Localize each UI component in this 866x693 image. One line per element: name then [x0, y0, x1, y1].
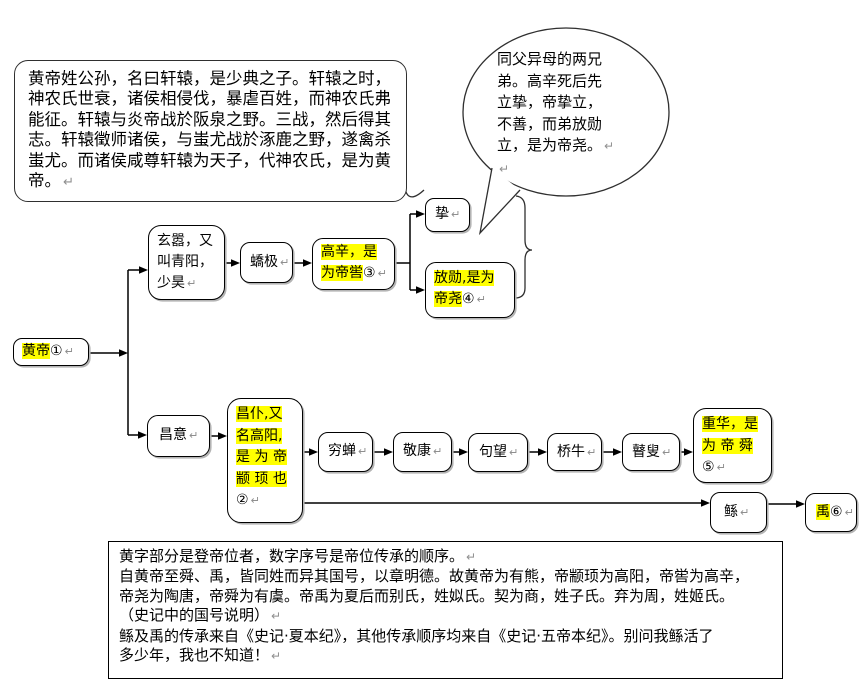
node-jingkang-label: 敬康	[403, 443, 431, 459]
arrowheads	[119, 210, 805, 508]
bubble-text-content: 同父异母的两兄 弟。高辛死后先 立挚，帝挚立， 不善，而弟放勋 立，是为帝尧。	[497, 50, 603, 155]
notes-text-2: 自黄帝至舜、禹，皆同姓而异其国号，以章明德。故黄帝为有熊，帝颛顼为高阳，帝喾为高…	[119, 567, 750, 625]
node-zhi-label: 挚	[435, 206, 449, 222]
node-gaoxin: 高辛，是 为帝喾③↵	[312, 238, 395, 290]
node-chonghua-number: ⑤	[702, 459, 715, 475]
speech-bubble-text: 同父异母的两兄 弟。高辛死后先 立挚，帝挚立， 不善，而弟放勋 立，是为帝尧。↵…	[497, 49, 619, 181]
node-jiaoji: 蟜极↵	[240, 242, 293, 283]
node-huangdi: 黄帝①↵	[13, 338, 89, 366]
paragraph-mark: ↵	[451, 208, 461, 221]
paragraph-mark: ↵	[716, 461, 726, 474]
curly-brace-icon	[514, 195, 533, 299]
node-fangxun-number: ④	[462, 291, 475, 307]
node-xuanxiao: 玄嚣，又 叫青阳， 少昊↵	[148, 225, 225, 300]
paragraph-mark: ↵	[63, 175, 75, 191]
node-fangxun: 放勋,是为 帝尧④↵	[425, 262, 515, 318]
node-yu-label: 禹	[816, 504, 830, 520]
paragraph-mark: ↵	[280, 256, 290, 269]
node-juwang: 句望↵	[468, 433, 528, 472]
paragraph-mark: ↵	[187, 277, 197, 290]
node-chonghua: 重华，是 为 帝 舜 ⑤↵	[693, 408, 772, 483]
node-qiongchan: 穷蝉↵	[318, 432, 373, 472]
node-changyi: 昌意↵	[147, 415, 210, 457]
node-zhi: 挚↵	[425, 198, 470, 232]
node-qiaoniu-label: 桥牛	[557, 444, 585, 460]
paragraph-mark: ↵	[189, 429, 199, 442]
node-changyi-label: 昌意	[159, 427, 187, 443]
notes-paragraph-2: 自黄帝至舜、禹，皆同姓而异其国号，以章明德。故黄帝为有熊，帝颛顼为高阳，帝喾为高…	[119, 567, 772, 626]
node-yu-number: ⑥	[830, 504, 843, 520]
paragraph-mark: ↵	[377, 267, 387, 280]
paragraph-mark: ↵	[740, 506, 750, 519]
node-gusou-label: 瞽叟	[632, 444, 660, 460]
node-changpu: 昌仆,又 名高阳, 是 为 帝 颛 顼 也 ②↵	[227, 398, 303, 523]
notes-text-3: 鲧及禹的传承来自《史记·夏本纪》，其他传承顺序均来自《史记·五帝本纪》。别问我鲧…	[119, 626, 714, 665]
bubble-tail-icon	[478, 167, 521, 236]
paragraph-mark: ↵	[499, 161, 510, 176]
node-qiongchan-label: 穷蝉	[328, 443, 356, 459]
paragraph-mark: ↵	[604, 139, 615, 154]
paragraph-mark: ↵	[433, 445, 443, 458]
paragraph-mark: ↵	[587, 446, 597, 459]
node-chonghua-label: 重华，是 为 帝 舜	[702, 416, 758, 454]
node-qiaoniu: 桥牛↵	[547, 433, 602, 471]
node-gun: 鲧↵	[710, 492, 767, 533]
paragraph-mark: ↵	[271, 649, 282, 664]
notes-paragraph-3: 鲧及禹的传承来自《史记·夏本纪》，其他传承顺序均来自《史记·五帝本纪》。别问我鲧…	[119, 627, 772, 667]
speech-bubble-shape	[462, 27, 670, 236]
paragraph-mark: ↵	[662, 446, 672, 459]
node-changpu-number: ②	[236, 492, 249, 508]
node-yu: 禹⑥↵	[805, 493, 857, 532]
huangdi-description-callout: 黄帝姓公孙，名曰轩辕，是少典之子。轩辕之时， 神农氏世衰，诸侯相侵伐，暴虐百姓，…	[14, 60, 407, 202]
node-jingkang: 敬康↵	[393, 432, 452, 472]
connector-lines	[89, 213, 797, 505]
callout-tail-icon	[403, 176, 425, 198]
node-huangdi-number: ①	[50, 343, 63, 359]
node-jiaoji-label: 蟜极	[250, 254, 278, 270]
node-juwang-label: 句望	[479, 444, 507, 460]
legend-notes-box: 黄字部分是登帝位者，数字序号是帝位传承的顺序。↵自黄帝至舜、禹，皆同姓而异其国号…	[108, 541, 783, 679]
paragraph-mark: ↵	[509, 446, 519, 459]
paragraph-mark: ↵	[250, 494, 260, 507]
paragraph-mark: ↵	[476, 293, 486, 306]
node-gusou: 瞽叟↵	[622, 433, 680, 471]
node-gaoxin-number: ③	[363, 265, 376, 281]
paragraph-mark: ↵	[844, 506, 854, 519]
notes-text-1: 黄字部分是登帝位者，数字序号是帝位传承的顺序。	[119, 547, 465, 565]
node-gun-label: 鲧	[724, 504, 738, 520]
notes-paragraph-1: 黄字部分是登帝位者，数字序号是帝位传承的顺序。↵	[119, 547, 772, 567]
paragraph-mark: ↵	[271, 609, 282, 624]
paragraph-mark: ↵	[358, 445, 368, 458]
node-huangdi-label: 黄帝	[22, 343, 50, 359]
node-xuanxiao-label: 玄嚣，又 叫青阳， 少昊	[157, 233, 213, 291]
callout-text: 黄帝姓公孙，名曰轩辕，是少典之子。轩辕之时， 神农氏世衰，诸侯相侵伐，暴虐百姓，…	[28, 69, 391, 191]
paragraph-mark: ↵	[466, 550, 477, 564]
bubble-tail-fill	[480, 168, 520, 233]
node-changpu-label: 昌仆,又 名高阳, 是 为 帝 颛 顼 也	[236, 406, 287, 487]
paragraph-mark: ↵	[64, 345, 74, 358]
